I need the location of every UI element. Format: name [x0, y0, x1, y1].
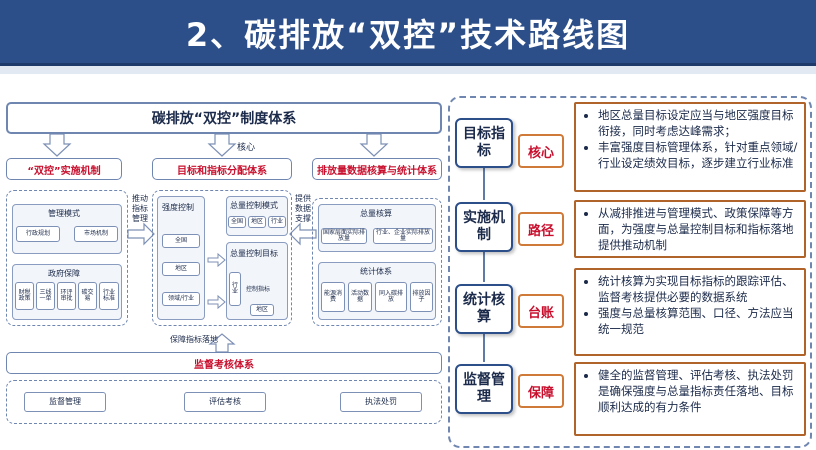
col-stats-header: 排放量数据核算与统计体系	[312, 158, 442, 180]
admin-plan-box: 行政规划	[16, 226, 60, 242]
bottom-item: 监督管理	[24, 392, 106, 412]
note-bullet: 丰富强度目标管理体系，针对重点领域/行业设定绩效目标，逐步建立行业标准	[598, 139, 798, 171]
stage-accounting: 统计核算	[455, 284, 513, 334]
title-banner: 2、碳排放“双控”技术路线图	[0, 0, 816, 66]
down-arrow-right	[359, 133, 389, 157]
total-target-title: 总量控制目标	[230, 249, 278, 258]
promote-arrow	[127, 222, 155, 246]
note-bullet: 统计核算为实现目标指标的跟踪评估、监督考核提供必要的数据系统	[598, 273, 798, 305]
stage-supervision: 监督管理	[455, 364, 513, 414]
total-account-title: 总量核算	[360, 209, 392, 218]
note-bullet: 地区总量目标设定应当与地区强度目标衔接，同时考虑达峰需求；	[598, 107, 798, 139]
policy-item: 环评审批	[57, 282, 76, 310]
tag-ledger: 台账	[518, 294, 564, 328]
bottom-item: 评估考核	[184, 392, 266, 412]
note-bullet: 强度与总量核算范围、口径、方法应当统一规范	[598, 305, 798, 337]
intensity-item: 全国	[162, 234, 200, 248]
policy-item: 财税政策	[15, 282, 34, 310]
tag-core: 核心	[518, 134, 564, 168]
core-label: 核心	[237, 143, 256, 153]
supervision-label: 监督考核体系	[194, 359, 254, 371]
policy-item: 三线一单	[36, 282, 55, 310]
title-underline-strip	[0, 66, 816, 74]
note-bullet: 从减排推进与管理模式、政策保障等方面，为强度与总量控制目标和指标落地提供推动机制	[598, 205, 798, 253]
market-mech-box: 市场机制	[74, 226, 118, 242]
down-arrow-center	[207, 133, 237, 157]
support-label: 提供数据支撑	[295, 194, 311, 223]
industry-small-box: 行业	[229, 272, 241, 306]
intensity-item: 领域/行业	[162, 292, 200, 306]
region-small-box: 地区	[250, 304, 274, 316]
page-title: 2、碳排放“双控”技术路线图	[185, 16, 631, 54]
mgmt-mode-title: 管理模式	[48, 209, 80, 218]
policy-item: 碳交易	[78, 282, 97, 310]
supervision-header: 监督考核体系	[6, 352, 442, 374]
total-mode-item: 行业	[268, 216, 286, 228]
roadmap-panel	[448, 96, 812, 448]
note-bullet: 健全的监督管理、评估考核、执法处罚是确保强度与总量指标责任落地、目标顺利达成的有…	[598, 367, 798, 415]
stats-item: 能源消费	[321, 282, 345, 312]
target-column	[152, 190, 292, 326]
system-title: 碳排放“双控”制度体系	[151, 111, 297, 127]
total-mode-item: 全国	[228, 216, 246, 228]
tag-guarantee: 保障	[518, 374, 564, 408]
stats-item: 同入碳排放	[375, 282, 407, 312]
impl-column	[6, 190, 128, 326]
col-target-header: 目标和指标分配体系	[152, 158, 292, 180]
bottom-item: 执法处罚	[340, 392, 422, 412]
note-target: 地区总量目标设定应当与地区强度目标衔接，同时考虑达峰需求； 丰富强度目标管理体系…	[574, 102, 806, 192]
total-mode-item: 地区	[248, 216, 266, 228]
policy-item: 行业标准	[99, 282, 119, 310]
intensity-title: 强度控制	[162, 203, 194, 212]
promote-label: 推动指标管理	[132, 194, 148, 223]
industry-data-box: 行业、企业实际排放量	[373, 228, 433, 244]
total-mode-title: 总量控制模式	[230, 201, 278, 210]
policy-title: 政府保障	[48, 269, 80, 278]
stats-column	[312, 198, 442, 326]
supervision-column	[6, 380, 442, 424]
control-index-label: 控制指标	[246, 286, 271, 293]
col-target-label: 目标和指标分配体系	[177, 165, 267, 177]
col-impl-label: “双控”实施机制	[27, 165, 101, 177]
tag-path: 路径	[518, 212, 564, 246]
col-impl-header: “双控”实施机制	[6, 158, 122, 180]
guarantee-label: 保障指标落地	[170, 335, 218, 344]
intensity-item: 地区	[162, 262, 200, 276]
national-data-box: 国家层面实际排放量	[321, 228, 367, 244]
stage-target: 目标指标	[455, 118, 513, 168]
stage-mechanism: 实施机制	[455, 202, 513, 252]
stats-item: 排放因子	[410, 282, 433, 312]
down-arrow-left	[42, 133, 72, 157]
note-supervision: 健全的监督管理、评估考核、执法处罚是确保强度与总量指标责任落地、目标顺利达成的有…	[574, 362, 806, 436]
note-accounting: 统计核算为实现目标指标的跟踪评估、监督考核提供必要的数据系统 强度与总量核算范围…	[574, 268, 806, 356]
note-mechanism: 从减排推进与管理模式、政策保障等方面，为强度与总量控制目标和指标落地提供推动机制	[574, 200, 806, 258]
col-stats-label: 排放量数据核算与统计体系	[317, 165, 437, 177]
stats-system-title: 统计体系	[360, 267, 392, 276]
stats-item: 活动数据	[348, 282, 372, 312]
system-title-box: 碳排放“双控”制度体系	[6, 102, 442, 134]
